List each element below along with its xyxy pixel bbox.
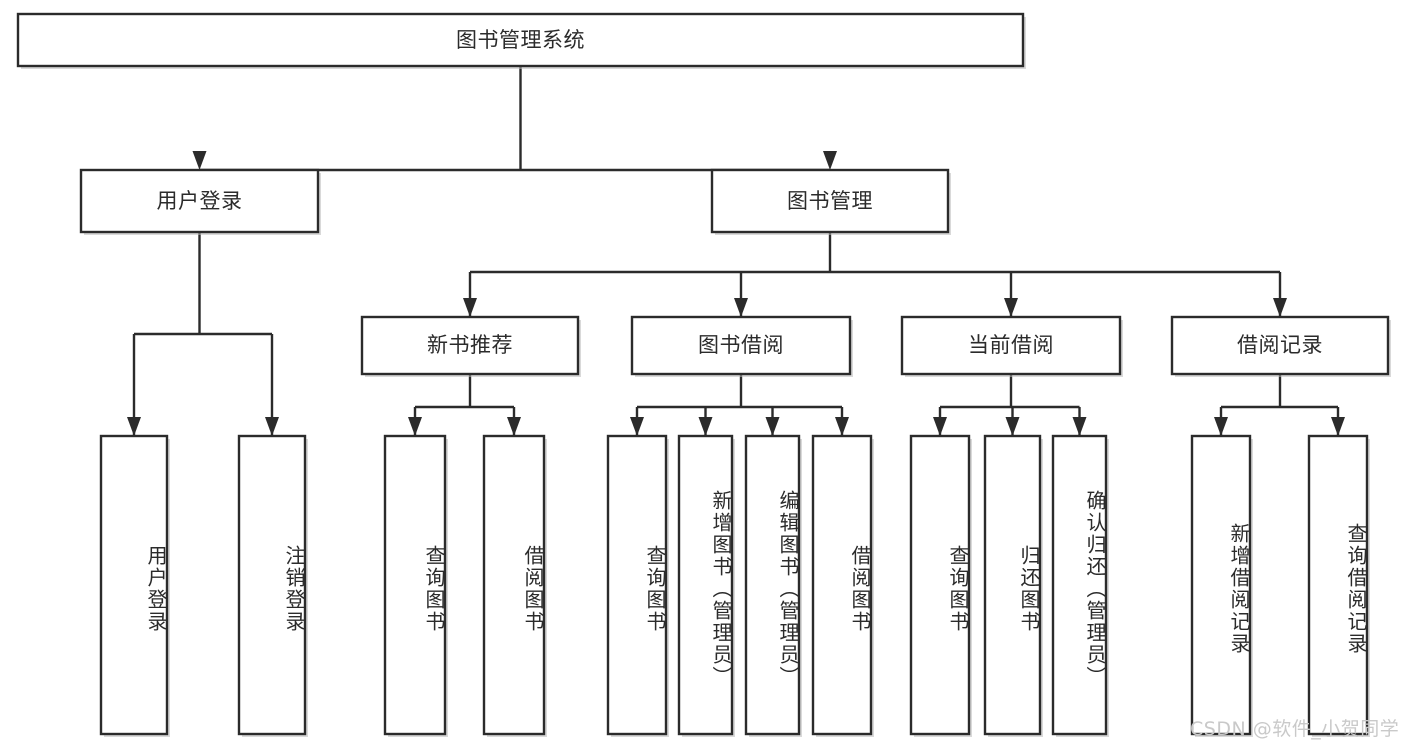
arrow-head [933, 417, 947, 436]
node-box-new-book-rec[interactable] [360, 315, 580, 376]
arrow-head [734, 298, 748, 317]
node-box-leaf-borrow-book[interactable] [811, 434, 873, 736]
node-box-leaf-query-book-cur[interactable] [909, 434, 971, 736]
arrow-head [127, 417, 141, 436]
node-box-current-borrow[interactable] [900, 315, 1122, 376]
node-box-book-borrow[interactable] [630, 315, 852, 376]
watermark: CSDN @软件_小贺同学 [1190, 718, 1400, 740]
node-box-leaf-add-record[interactable] [1190, 434, 1252, 736]
node-box-leaf-confirm-return[interactable] [1051, 434, 1108, 736]
arrow-head [463, 298, 477, 317]
arrow-head [1273, 298, 1287, 317]
node-box-borrow-record[interactable] [1170, 315, 1390, 376]
arrow-head [1005, 417, 1020, 436]
node-box-leaf-add-book[interactable] [677, 434, 734, 736]
arrow-head [265, 417, 279, 436]
arrow-head [507, 417, 521, 436]
node-box-leaf-query-book-rec[interactable] [383, 434, 447, 736]
arrow-head [1072, 417, 1087, 436]
node-box-user-login[interactable] [79, 168, 320, 234]
node-box-leaf-user-login[interactable] [99, 434, 169, 736]
arrow-head [1004, 298, 1018, 317]
node-box-leaf-return-book[interactable] [983, 434, 1042, 736]
arrow-head [192, 151, 207, 170]
connector-layer [127, 66, 1345, 436]
node-box-root[interactable] [16, 12, 1025, 68]
arrow-head [835, 417, 849, 436]
node-box-leaf-query-record[interactable] [1307, 434, 1369, 736]
arrow-head [1331, 417, 1345, 436]
arrow-head [698, 417, 713, 436]
node-box-leaf-edit-book[interactable] [744, 434, 801, 736]
node-box-leaf-user-logout[interactable] [237, 434, 307, 736]
node-box-leaf-query-book-borrow[interactable] [606, 434, 668, 736]
node-box-book-manage[interactable] [710, 168, 950, 234]
arrow-head [408, 417, 422, 436]
arrow-head [823, 151, 837, 170]
arrow-head [1214, 417, 1228, 436]
arrow-head [765, 417, 780, 436]
node-box-leaf-borrow-book-rec[interactable] [482, 434, 546, 736]
node-layer [16, 12, 1391, 737]
arrow-head [630, 417, 644, 436]
